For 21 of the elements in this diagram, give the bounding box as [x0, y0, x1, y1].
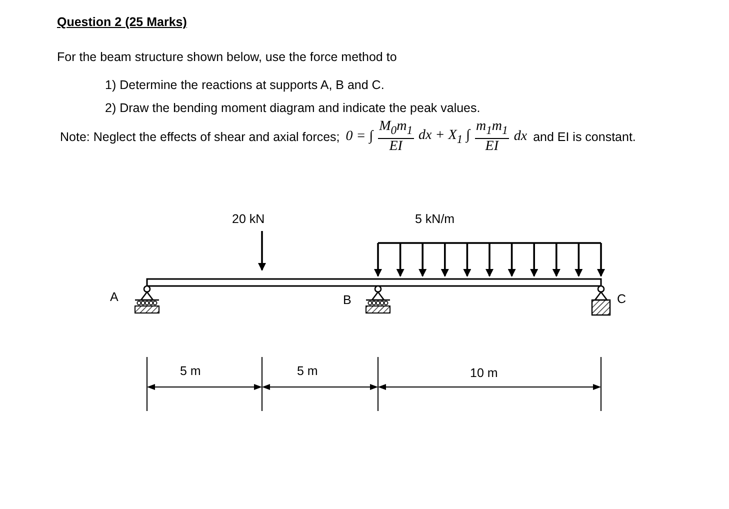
formula-numerator: M$_{0}$m$_{1}$ — [378, 119, 414, 139]
formula-text: 0 = ∫ — [346, 128, 374, 144]
support-label: B — [343, 293, 352, 308]
formula-denominator: EI — [389, 138, 402, 154]
note-text: and EI is constant. — [533, 130, 636, 144]
formula-numerator: m$_{1}$m$_{1}$ — [474, 119, 509, 139]
question-heading: Question 2 (25 Marks) — [57, 15, 187, 30]
task-item: 1) Determine the reactions at supports A, B and C. — [105, 78, 384, 93]
support-label: A — [110, 290, 118, 305]
dimension-label: 5 m — [297, 364, 318, 379]
note-text: Note: Neglect the effects of shear and axial forces; — [60, 130, 340, 144]
instruction-text: For the beam structure shown below, use the force method to — [57, 50, 397, 65]
dimension-label: 5 m — [180, 364, 201, 379]
formula-text: dx + X$_{1}$ ∫ — [418, 128, 470, 146]
load-label: 5 kN/m — [415, 212, 455, 227]
dimension-label: 10 m — [470, 366, 498, 381]
support-label: C — [617, 292, 626, 307]
task-item: 2) Draw the bending moment diagram and indicate the peak values. — [105, 101, 480, 116]
formula-text: dx — [514, 128, 528, 144]
load-label: 20 kN — [232, 212, 265, 227]
formula-denominator: EI — [485, 138, 498, 154]
